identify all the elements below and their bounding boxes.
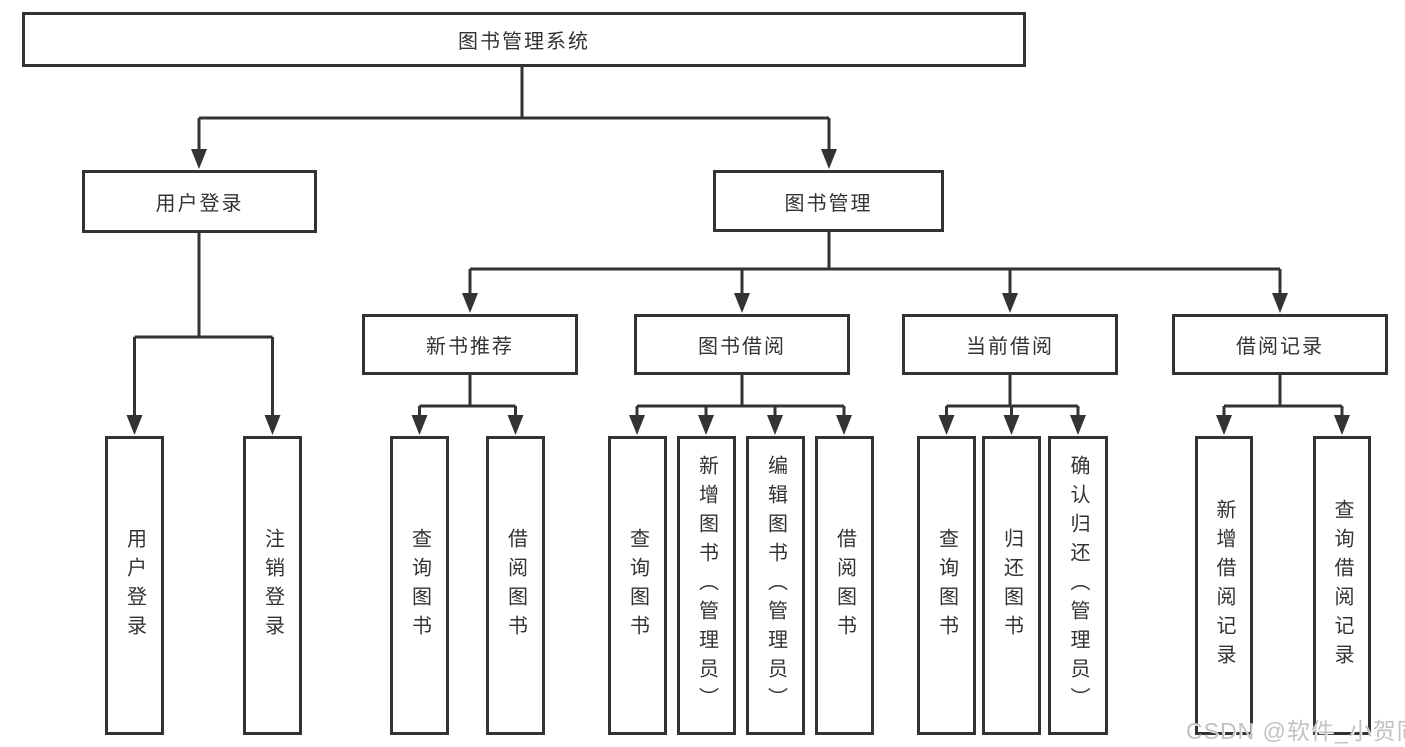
node-leaf-confirm-return-admin-label: 确认归还（管理员） (1067, 455, 1089, 716)
node-library-management-system: 图书管理系统 (22, 12, 1026, 67)
node-leaf-query-books-1: 查询图书 (390, 436, 449, 735)
node-leaf-logout-label: 注销登录 (261, 527, 284, 644)
node-leaf-query-books-2: 查询图书 (608, 436, 667, 735)
node-book-borrowing-label: 图书借阅 (698, 336, 786, 358)
node-leaf-edit-book-admin-label: 编辑图书（管理员） (764, 455, 787, 716)
node-book-management: 图书管理 (713, 170, 944, 232)
node-leaf-borrow-books-1-label: 借阅图书 (504, 527, 527, 644)
node-book-management-label: 图书管理 (784, 192, 873, 215)
node-leaf-query-books-1-label: 查询图书 (408, 527, 431, 644)
node-library-management-system-label: 图书管理系统 (458, 31, 590, 53)
node-leaf-confirm-return-admin: 确认归还（管理员） (1048, 436, 1108, 735)
tree-edges (133, 67, 1344, 418)
node-current-borrowing: 当前借阅 (902, 314, 1118, 375)
node-leaf-logout: 注销登录 (243, 436, 302, 735)
node-leaf-add-book-admin-label: 新增图书（管理员） (695, 455, 718, 716)
node-leaf-borrow-books-2-label: 借阅图书 (833, 527, 856, 644)
node-leaf-user-login-label: 用户登录 (123, 527, 146, 644)
node-book-borrowing: 图书借阅 (634, 314, 850, 375)
node-leaf-return-books-label: 归还图书 (1000, 527, 1023, 644)
node-leaf-add-book-admin: 新增图书（管理员） (677, 436, 736, 735)
node-leaf-query-books-2-label: 查询图书 (626, 527, 649, 644)
csdn-watermark: CSDN @软件_小贺同学 (1186, 718, 1405, 744)
node-leaf-edit-book-admin: 编辑图书（管理员） (746, 436, 805, 735)
node-leaf-add-borrow-record: 新增借阅记录 (1195, 436, 1253, 735)
node-leaf-query-borrow-record-label: 查询借阅记录 (1331, 498, 1353, 673)
node-new-book-recommendation-label: 新书推荐 (426, 336, 514, 358)
node-leaf-borrow-books-1: 借阅图书 (486, 436, 545, 735)
node-borrowing-records: 借阅记录 (1172, 314, 1388, 375)
node-new-book-recommendation: 新书推荐 (362, 314, 578, 375)
node-leaf-return-books: 归还图书 (982, 436, 1041, 735)
node-user-login: 用户登录 (82, 170, 317, 233)
node-leaf-query-books-3: 查询图书 (917, 436, 976, 735)
node-leaf-query-books-3-label: 查询图书 (935, 527, 958, 644)
node-leaf-user-login: 用户登录 (105, 436, 164, 735)
node-user-login-label: 用户登录 (155, 193, 244, 215)
node-leaf-add-borrow-record-label: 新增借阅记录 (1213, 498, 1235, 673)
node-current-borrowing-label: 当前借阅 (966, 336, 1054, 358)
node-leaf-query-borrow-record: 查询借阅记录 (1313, 436, 1371, 735)
node-borrowing-records-label: 借阅记录 (1236, 336, 1324, 358)
node-leaf-borrow-books-2: 借阅图书 (815, 436, 874, 735)
